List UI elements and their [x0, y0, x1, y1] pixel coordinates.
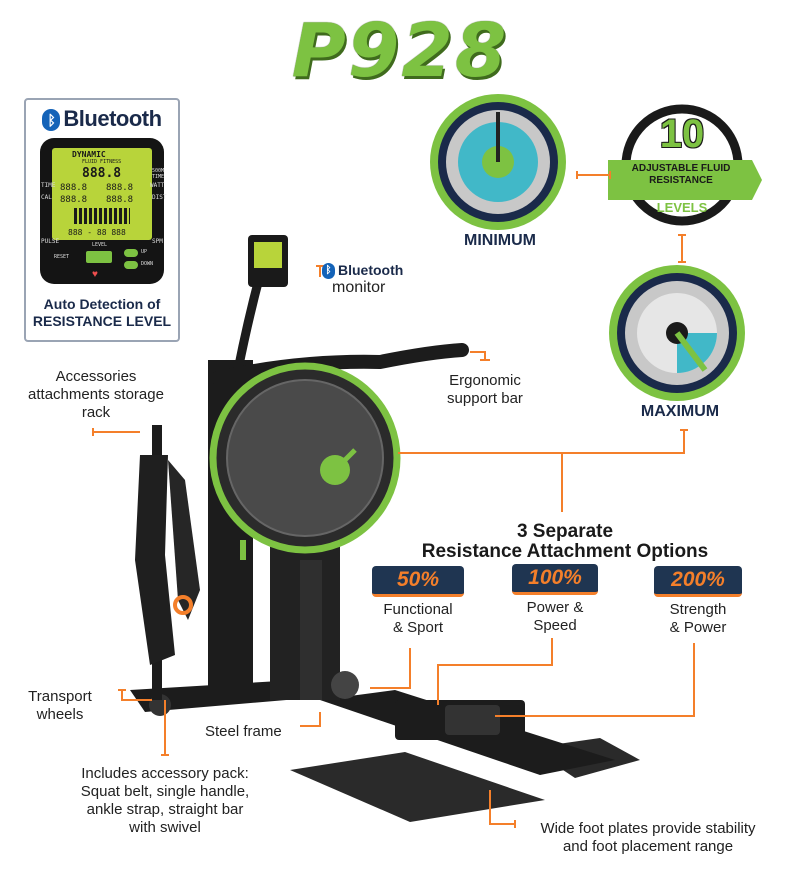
lcd-bar-graph	[74, 208, 130, 224]
callout-support-bar: Ergonomic support bar	[447, 372, 523, 407]
lcd-row: 888.8	[106, 183, 134, 193]
pulley	[331, 671, 359, 699]
resistance-option-200: 200% Strength & Power	[654, 566, 742, 637]
bluetooth-icon: ᛒ	[42, 109, 61, 132]
levels-number: 10	[659, 112, 705, 156]
up-button	[124, 249, 138, 257]
lcd-row: 888.8	[60, 195, 88, 205]
callout-transport-wheels: Transport wheels	[28, 688, 92, 723]
dial-maximum-caption: MAXIMUM	[640, 403, 720, 420]
console-stalk	[233, 273, 265, 371]
foot-plate	[290, 752, 545, 822]
percent-badge: 100%	[512, 564, 598, 595]
readout-time: TIME	[41, 182, 56, 189]
reset-button	[86, 251, 112, 263]
option-line: & Sport	[392, 619, 444, 636]
readout-cal: CAL	[41, 194, 52, 201]
option-line: Power &	[526, 599, 584, 616]
readout-500m: 500M TIME	[152, 168, 165, 180]
console-display: DYNAMIC FLUID FITNESS 888.8 888.8 888.8 …	[40, 138, 167, 284]
support-bar	[211, 343, 469, 385]
callout-lines	[92, 171, 695, 828]
inner-column	[300, 560, 322, 700]
lcd-bottom-readout: 888 - 88 888	[68, 228, 126, 237]
accessory-pack-line: Squat belt, single handle,	[80, 783, 250, 800]
readout-dist: DIST	[152, 194, 167, 201]
down-button	[124, 261, 138, 269]
readout-level: LEVEL	[92, 242, 108, 248]
readout-spm: SPM	[152, 238, 163, 245]
readout-watt: WATT	[150, 182, 165, 189]
lcd-main-readout: 888.8	[82, 166, 122, 181]
levels-ribbon: ADJUSTABLE FLUID RESISTANCE	[631, 163, 731, 186]
accessory-pack-line: ankle strap, straight bar	[86, 801, 244, 818]
flywheel-window	[226, 379, 384, 537]
percent-badge: 200%	[654, 566, 742, 597]
monitor-text: monitor	[332, 279, 386, 297]
bluetooth-caption-line2: RESISTANCE LEVEL	[32, 313, 172, 329]
strap-handle-orange	[173, 595, 193, 615]
strap-hanging	[135, 455, 175, 665]
readout-pulse: PULSE	[41, 238, 60, 245]
callout-accessories-rack: Accessories attachments storage rack	[28, 368, 164, 421]
cable-anchor	[445, 705, 500, 735]
option-line: Strength	[669, 601, 727, 618]
green-trim	[240, 540, 246, 560]
reset-label: RESET	[54, 254, 70, 260]
resistance-title-line2: Resistance Attachment Options	[421, 541, 709, 562]
console-subbrand: FLUID FITNESS	[82, 159, 122, 165]
levels-word: LEVELS	[656, 200, 708, 215]
bluetooth-small-icon: ᛒ	[322, 263, 335, 280]
accessory-pack-line: Includes accessory pack:	[81, 765, 249, 782]
strap-ankle	[168, 460, 200, 620]
option-line: Functional	[383, 601, 453, 618]
foot-plates-line: and foot placement range	[562, 838, 734, 855]
foot-plates-line: Wide foot plates provide stability	[540, 820, 756, 837]
callout-accessory-pack: Includes accessory pack: Squat belt, sin…	[30, 765, 300, 837]
percent-badge: 50%	[372, 566, 464, 597]
callout-foot-plates: Wide foot plates provide stability and f…	[518, 820, 778, 856]
lcd-row: 888.8	[106, 195, 134, 205]
monitor-brand: Bluetooth	[338, 262, 404, 278]
lcd-row: 888.8	[60, 183, 88, 193]
heart-icon: ♥	[92, 269, 98, 280]
option-line: & Power	[669, 619, 727, 636]
product-title: P928	[291, 8, 509, 94]
up-label: UP	[141, 249, 148, 255]
callout-steel-frame: Steel frame	[205, 723, 282, 740]
resistance-option-100: 100% Power & Speed	[512, 564, 598, 635]
dial-maximum	[609, 265, 745, 401]
resistance-option-50: 50% Functional & Sport	[372, 566, 464, 637]
resistance-title-line1: 3 Separate	[516, 521, 614, 542]
flywheel-lever	[333, 448, 357, 472]
option-line: Speed	[533, 617, 577, 634]
console-lcd	[254, 242, 282, 268]
console-lcd-panel: DYNAMIC FLUID FITNESS 888.8 888.8 888.8 …	[52, 148, 152, 240]
console-brand: DYNAMIC	[72, 150, 106, 159]
down-label: DOWN	[141, 261, 154, 267]
bluetooth-brand: Bluetooth	[63, 106, 162, 131]
accessory-pack-line: with swivel	[129, 819, 201, 836]
bluetooth-caption-line1: Auto Detection of	[43, 296, 161, 312]
resistance-title: 3 Separate Resistance Attachment Options	[360, 522, 770, 562]
dial-minimum-caption: MINIMUM	[464, 232, 536, 249]
levels-badge-ring	[608, 104, 762, 226]
dial-minimum	[430, 94, 566, 230]
bluetooth-caption: Auto Detection of RESISTANCE LEVEL	[26, 296, 178, 330]
